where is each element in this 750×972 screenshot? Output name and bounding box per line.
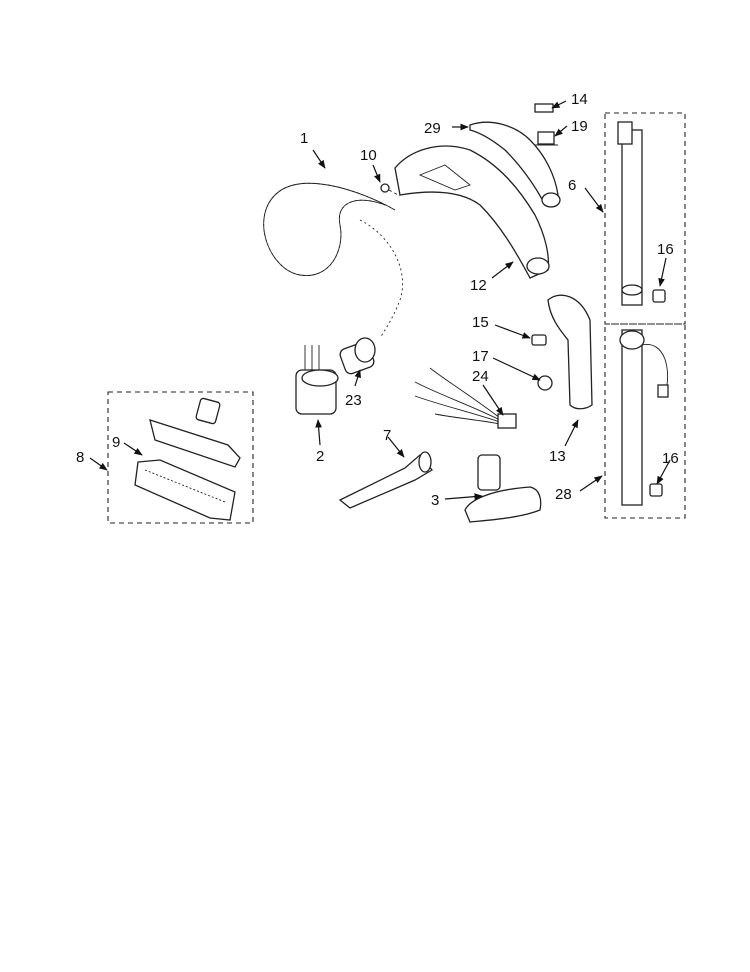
crevice-tool-part bbox=[338, 451, 433, 509]
callout-13: 13 bbox=[549, 448, 566, 465]
callout-10: 10 bbox=[360, 147, 377, 164]
floor-tool-part bbox=[149, 397, 241, 468]
clip-part-17 bbox=[537, 375, 553, 391]
callout-8: 8 bbox=[76, 449, 84, 466]
hose-cuff-part bbox=[339, 337, 376, 375]
leader-lines bbox=[89, 100, 671, 500]
callout-1: 1 bbox=[300, 130, 308, 147]
floor-brush-part bbox=[134, 459, 236, 521]
callout-17: 17 bbox=[472, 348, 489, 365]
attachment-box-left bbox=[107, 391, 254, 524]
lower-wand-part bbox=[547, 294, 593, 410]
electric-wand-part bbox=[619, 329, 669, 506]
clip-part-15 bbox=[531, 334, 547, 346]
callout-7: 7 bbox=[383, 427, 391, 444]
upper-wand-part bbox=[617, 121, 643, 306]
wire-harness-part bbox=[414, 367, 517, 429]
screw-part bbox=[380, 183, 401, 197]
callout-15: 15 bbox=[472, 314, 489, 331]
callout-3: 3 bbox=[431, 492, 439, 509]
callout-6: 6 bbox=[568, 177, 576, 194]
callout-24: 24 bbox=[472, 368, 489, 385]
swivel-connector-part bbox=[295, 345, 339, 415]
callout-29: 29 bbox=[424, 120, 441, 137]
wand-clip-lower bbox=[649, 483, 663, 497]
callout-16-lower: 16 bbox=[662, 450, 679, 467]
wand-clip-upper bbox=[652, 289, 666, 303]
callout-12: 12 bbox=[470, 277, 487, 294]
wand-box-upper bbox=[604, 112, 686, 325]
hose-handle-part bbox=[394, 121, 561, 279]
wand-box-lower bbox=[604, 323, 686, 519]
callout-16-upper: 16 bbox=[657, 241, 674, 258]
hose-part bbox=[263, 182, 404, 339]
dusting-tool-part bbox=[464, 454, 542, 523]
callout-23: 23 bbox=[345, 392, 362, 409]
switch-part bbox=[534, 103, 558, 146]
callout-14: 14 bbox=[571, 91, 588, 108]
callout-2: 2 bbox=[316, 448, 324, 465]
callout-28: 28 bbox=[555, 486, 572, 503]
callout-9: 9 bbox=[112, 434, 120, 451]
callout-19: 19 bbox=[571, 118, 588, 135]
